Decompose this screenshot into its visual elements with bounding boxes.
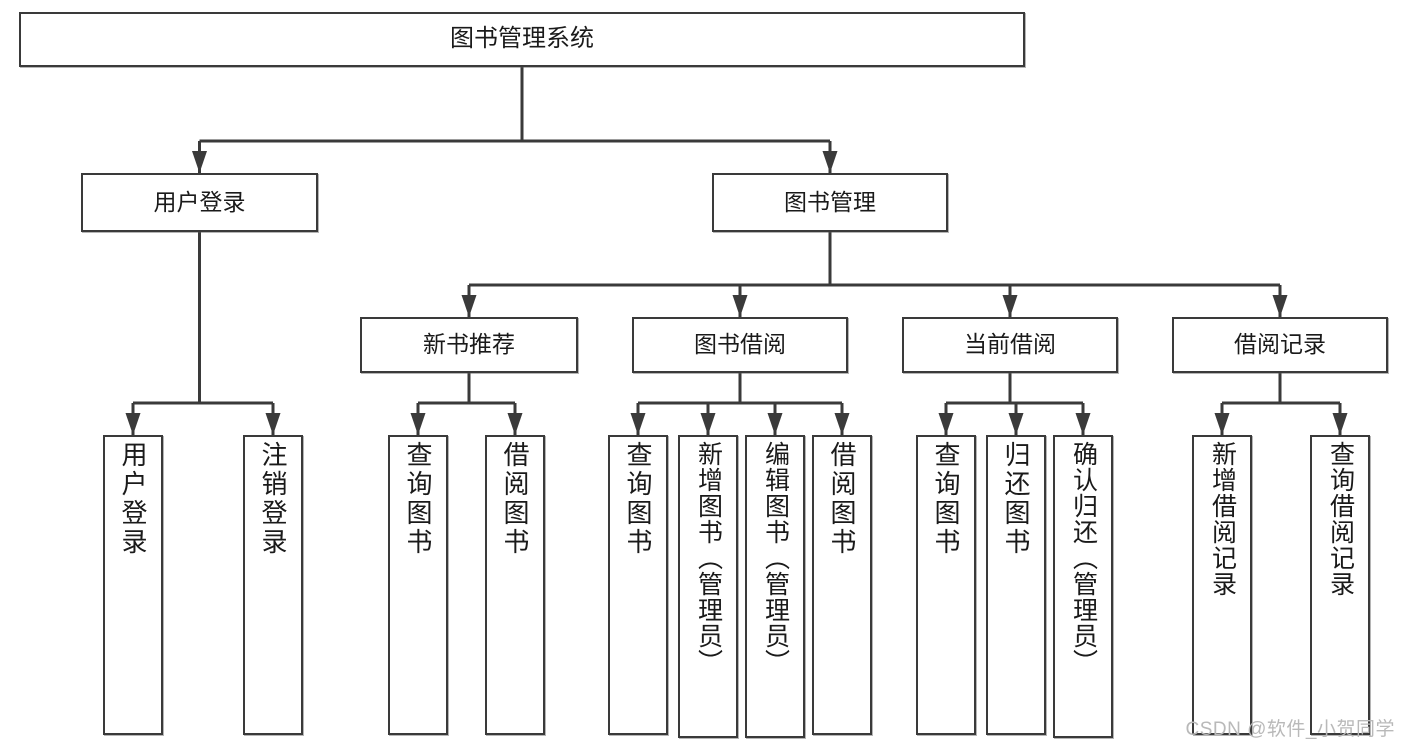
node-leaf-cb-query[interactable]: 查询图书 xyxy=(916,435,976,735)
node-leaf-user-logout[interactable]: 注销登录 xyxy=(243,435,303,735)
node-current[interactable]: 当前借阅 xyxy=(902,317,1118,373)
node-leaf-user-login[interactable]: 用户登录 xyxy=(103,435,163,735)
node-leaf-bw-add[interactable]: 新增图书（管理员） xyxy=(678,435,738,738)
node-label: 新书推荐 xyxy=(423,331,515,358)
node-records[interactable]: 借阅记录 xyxy=(1172,317,1388,373)
node-label: 借阅图书 xyxy=(827,441,857,557)
node-leaf-bw-query[interactable]: 查询图书 xyxy=(608,435,668,735)
node-leaf-cb-confirm[interactable]: 确认归还（管理员） xyxy=(1053,435,1113,738)
node-login[interactable]: 用户登录 xyxy=(81,173,318,232)
node-label: 查询借阅记录 xyxy=(1326,441,1355,597)
node-leaf-rc-query[interactable]: 查询借阅记录 xyxy=(1310,435,1370,735)
node-label: 用户登录 xyxy=(153,188,246,215)
node-label: 新增借阅记录 xyxy=(1208,441,1237,597)
node-label: 当前借阅 xyxy=(964,331,1056,358)
node-label: 图书管理 xyxy=(784,188,876,215)
node-label: 用户登录 xyxy=(118,441,148,557)
node-label: 图书借阅 xyxy=(694,331,786,358)
node-leaf-nb-query[interactable]: 查询图书 xyxy=(388,435,448,735)
node-label: 借阅记录 xyxy=(1234,331,1326,358)
node-newbooks[interactable]: 新书推荐 xyxy=(360,317,578,373)
node-leaf-rc-add[interactable]: 新增借阅记录 xyxy=(1192,435,1252,735)
node-label: 借阅图书 xyxy=(500,441,530,557)
node-label: 确认归还（管理员） xyxy=(1069,441,1098,675)
node-leaf-bw-borrow[interactable]: 借阅图书 xyxy=(812,435,872,735)
node-bookmgmt[interactable]: 图书管理 xyxy=(712,173,948,232)
node-label: 图书管理系统 xyxy=(450,25,594,53)
node-leaf-nb-borrow[interactable]: 借阅图书 xyxy=(485,435,545,735)
node-label: 归还图书 xyxy=(1001,441,1031,557)
node-leaf-bw-edit[interactable]: 编辑图书（管理员） xyxy=(745,435,805,738)
node-label: 查询图书 xyxy=(623,441,653,557)
node-label: 新增图书（管理员） xyxy=(694,441,723,675)
node-root[interactable]: 图书管理系统 xyxy=(19,12,1025,67)
node-borrow[interactable]: 图书借阅 xyxy=(632,317,848,373)
node-label: 注销登录 xyxy=(258,441,288,557)
node-label: 编辑图书（管理员） xyxy=(761,441,790,675)
node-label: 查询图书 xyxy=(931,441,961,557)
node-label: 查询图书 xyxy=(403,441,433,557)
node-leaf-cb-return[interactable]: 归还图书 xyxy=(986,435,1046,735)
